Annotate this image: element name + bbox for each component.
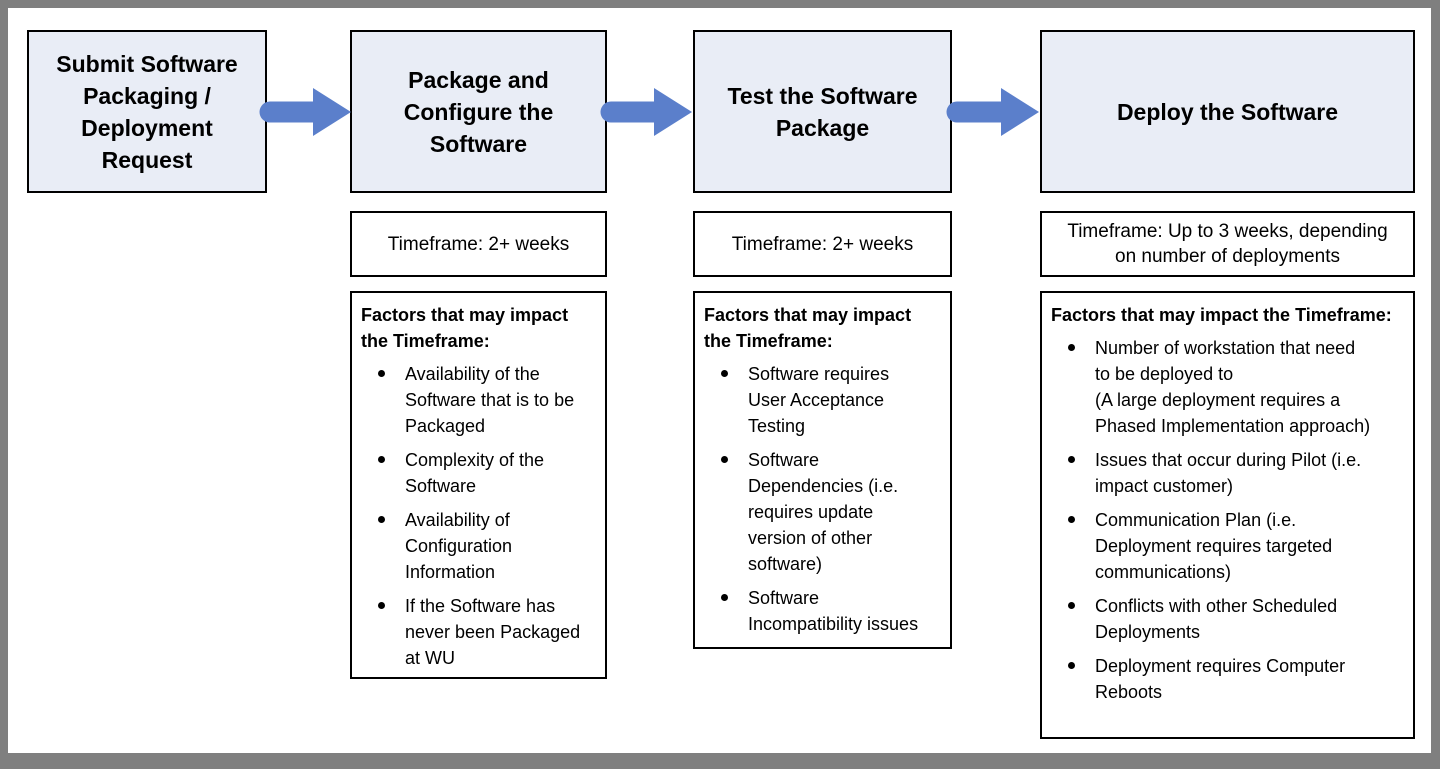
factors-box-deploy: Factors that may impact the Timeframe: N… xyxy=(1040,291,1415,739)
factors-heading: Factors that may impact the Timeframe: xyxy=(1051,305,1392,325)
stage-title: Package and Configure the Software xyxy=(403,66,554,157)
stage-title: Submit Software Packaging / Deployment R… xyxy=(56,50,238,173)
factors-item: Software Dependencies (i.e. requires upd… xyxy=(718,447,942,577)
factors-item: Deployment requires Computer Reboots xyxy=(1065,653,1405,705)
factors-heading: Factors that may impact the Timeframe: xyxy=(704,305,912,351)
stage-box-test-package: Test the Software Package xyxy=(693,30,952,193)
factors-item: Number of workstation that need to be de… xyxy=(1065,335,1405,439)
factors-item: Availability of Configuration Informatio… xyxy=(375,507,597,585)
factors-heading: Factors that may impact the Timeframe: xyxy=(361,305,569,351)
factors-item: Availability of the Software that is to … xyxy=(375,361,597,439)
factors-box-package-configure: Factors that may impact the Timeframe: A… xyxy=(350,291,607,679)
factors-item: Conflicts with other Scheduled Deploymen… xyxy=(1065,593,1405,645)
factors-item: Software requires User Acceptance Testin… xyxy=(718,361,942,439)
factors-item: Complexity of the Software xyxy=(375,447,597,499)
stage-box-package-configure: Package and Configure the Software xyxy=(350,30,607,193)
timeframe-text: Timeframe: 2+ weeks xyxy=(387,233,570,255)
arrow-right-icon xyxy=(259,87,352,137)
arrow-right-icon xyxy=(600,87,693,137)
factors-item: If the Software has never been Packaged … xyxy=(375,593,597,671)
factors-item: Issues that occur during Pilot (i.e. imp… xyxy=(1065,447,1405,499)
factors-box-test-package: Factors that may impact the Timeframe: S… xyxy=(693,291,952,649)
factors-list: Software requires User Acceptance Testin… xyxy=(704,361,942,637)
factors-list: Number of workstation that need to be de… xyxy=(1051,335,1405,705)
timeframe-box-test-package: Timeframe: 2+ weeks xyxy=(693,211,952,277)
factors-list: Availability of the Software that is to … xyxy=(361,361,597,671)
timeframe-text: Timeframe: Up to 3 weeks, depending on n… xyxy=(1067,221,1388,267)
stage-box-deploy: Deploy the Software xyxy=(1040,30,1415,193)
timeframe-box-package-configure: Timeframe: 2+ weeks xyxy=(350,211,607,277)
arrow-right-icon xyxy=(946,87,1040,137)
factors-item: Software Incompatibility issues xyxy=(718,585,942,637)
factors-item: Communication Plan (i.e. Deployment requ… xyxy=(1065,507,1405,585)
timeframe-text: Timeframe: 2+ weeks xyxy=(731,233,914,255)
timeframe-box-deploy: Timeframe: Up to 3 weeks, depending on n… xyxy=(1040,211,1415,277)
stage-box-submit-request: Submit Software Packaging / Deployment R… xyxy=(27,30,267,193)
stage-title: Deploy the Software xyxy=(1116,98,1339,125)
stage-title: Test the Software Package xyxy=(727,82,918,141)
